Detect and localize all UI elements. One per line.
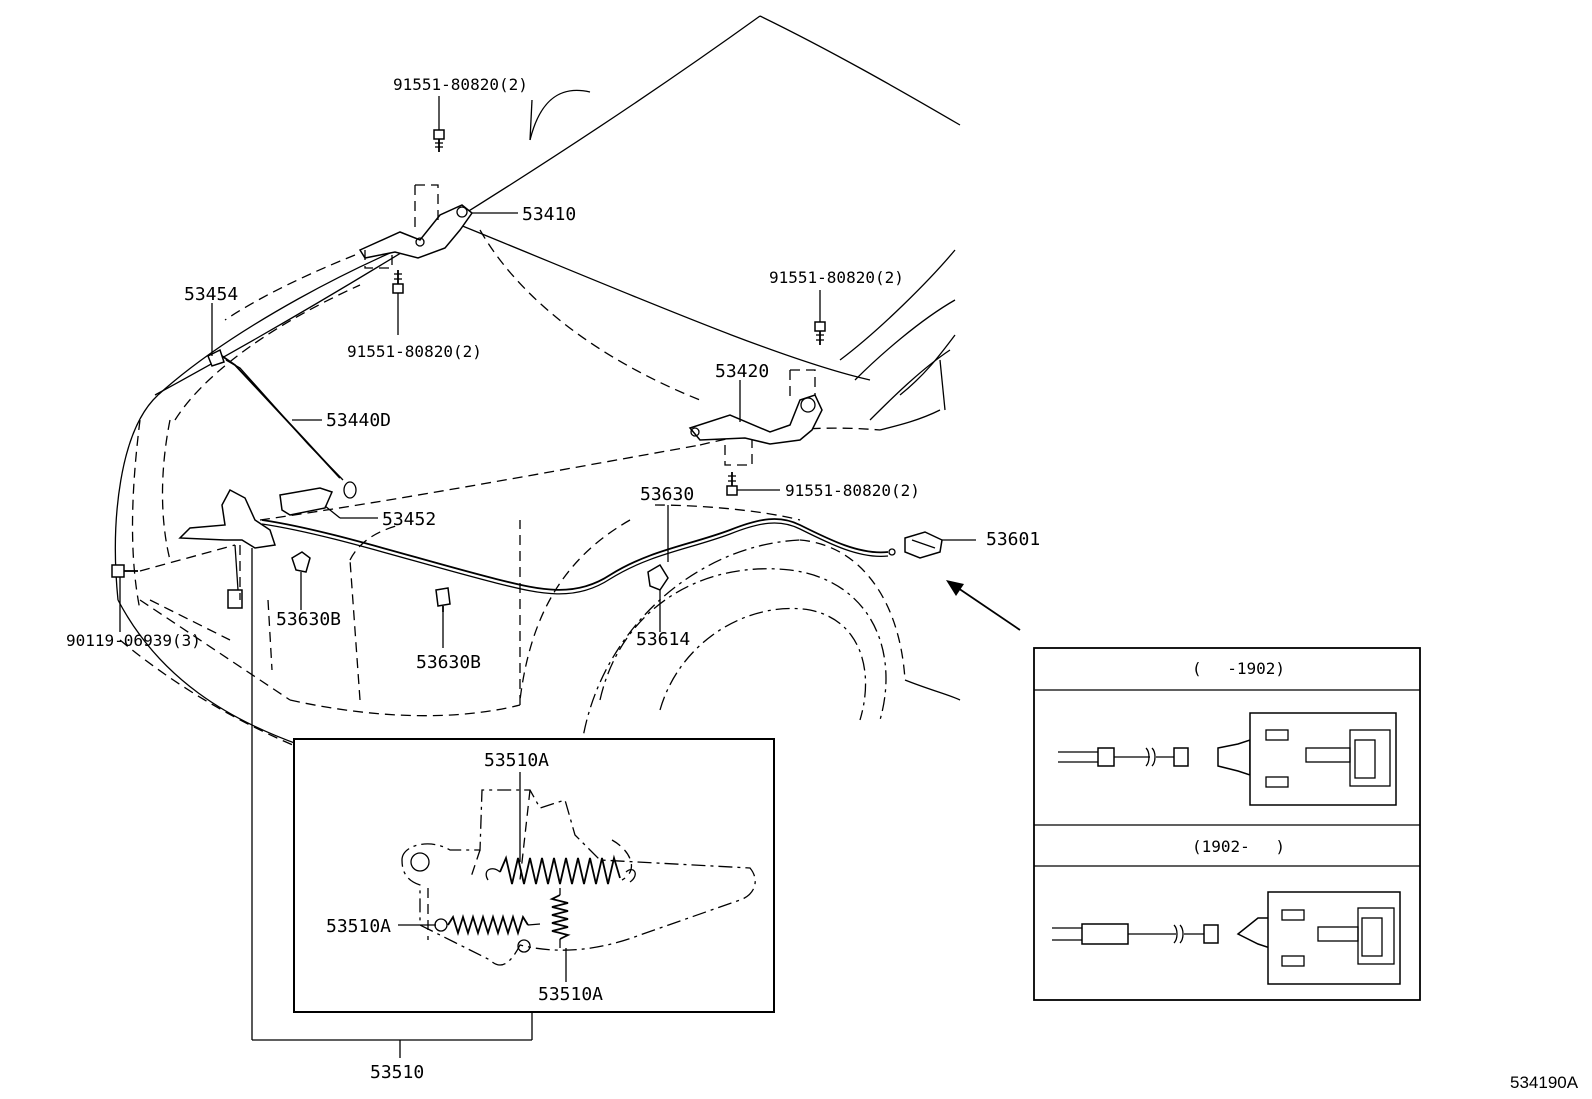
label-cable-clamp-b[interactable]: 53630B (416, 652, 481, 673)
release-lever[interactable] (904, 531, 943, 559)
label-hood-support-rod[interactable]: 53440D (326, 410, 391, 431)
connector-variant-early (1058, 712, 1397, 806)
cable-clamp-c[interactable] (647, 563, 669, 591)
rod-retainer[interactable] (279, 487, 334, 516)
label-release-lever[interactable]: 53601 (986, 529, 1040, 550)
leader-lines (119, 96, 976, 1058)
bolt-lock[interactable] (111, 544, 236, 578)
label-bolt-hinge-rh-upper[interactable]: 91551-80820(2) (769, 268, 904, 287)
label-support-rod-holder[interactable]: 53454 (184, 284, 238, 305)
label-spring-bottom[interactable]: 53510A (538, 984, 603, 1005)
label-bolt-hinge-lh-upper[interactable]: 91551-80820(2) (393, 75, 528, 94)
detail-leader-lines (398, 772, 567, 982)
label-hood-hinge-rh[interactable]: 53420 (715, 361, 769, 382)
cable-clamp-b[interactable] (435, 587, 451, 612)
diagram-code: 534190A (1510, 1073, 1579, 1092)
hood-hinge-lh[interactable] (358, 184, 474, 269)
label-bolt-lock[interactable]: 90119-06939(3) (66, 631, 201, 650)
hood-hinge-rh[interactable] (688, 369, 823, 466)
hood-lock-detail-drawing (401, 789, 756, 966)
bolt-hinge-lh-upper[interactable] (433, 129, 445, 152)
label-cable-clamp-a[interactable]: 53630B (276, 609, 341, 630)
support-rod-holder[interactable] (207, 348, 225, 367)
hood-lock-assembly[interactable] (178, 488, 276, 609)
spring-top[interactable] (485, 854, 636, 885)
label-spring-left[interactable]: 53510A (326, 916, 391, 937)
variant-caption-early: ( -1902) (1192, 659, 1285, 678)
label-rod-retainer[interactable]: 53452 (382, 509, 436, 530)
hood-support-rod[interactable] (221, 355, 357, 499)
label-hood-release-cable[interactable]: 53630 (640, 484, 694, 505)
label-hood-lock[interactable]: 53510 (370, 1062, 424, 1083)
bolt-hinge-rh-lower[interactable] (726, 472, 738, 496)
cable-clamp-a[interactable] (291, 551, 311, 573)
label-spring-top[interactable]: 53510A (484, 750, 549, 771)
view-arrow (946, 580, 1021, 631)
label-bolt-hinge-rh-lower[interactable]: 91551-80820(2) (785, 481, 920, 500)
bolt-hinge-lh-lower[interactable] (392, 270, 404, 294)
label-bolt-hinge-lh-lower[interactable]: 91551-80820(2) (347, 342, 482, 361)
part-labels: 91551-80820(2) 53410 91551-80820(2) 9155… (66, 75, 1579, 1092)
connector-variant-late (1052, 891, 1401, 985)
label-cable-clamp-c[interactable]: 53614 (636, 629, 690, 650)
bolt-hinge-rh-upper[interactable] (814, 321, 826, 345)
spring-bottom[interactable] (549, 888, 571, 948)
label-hood-hinge-lh[interactable]: 53410 (522, 204, 576, 225)
hood-release-cable[interactable] (261, 518, 896, 595)
vehicle-body-outline (114, 15, 961, 761)
variant-caption-late: (1902- ) (1192, 837, 1285, 856)
